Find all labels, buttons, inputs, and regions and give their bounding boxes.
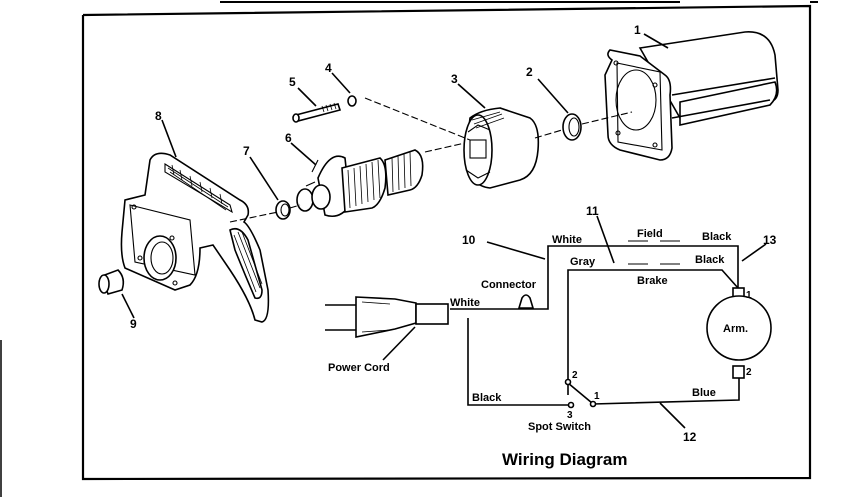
wire-label-white-top: White	[552, 234, 582, 246]
callout-9: 9	[130, 317, 137, 331]
washer	[347, 95, 357, 107]
assembly-axis	[229, 111, 633, 223]
wire-label-gray: Gray	[570, 256, 596, 268]
callout-11: 11	[586, 204, 599, 218]
armature-fan	[296, 149, 424, 218]
armature-label: Arm.	[723, 323, 748, 335]
brake-coil-symbol	[628, 263, 680, 271]
armature-symbol	[706, 287, 772, 379]
field-coil-symbol	[628, 240, 680, 247]
wire-label-black-mid: Black	[695, 254, 725, 266]
wiring-diagram-title: Wiring Diagram	[502, 450, 627, 469]
callout-3: 3	[451, 72, 458, 86]
field-stator	[463, 107, 540, 189]
spot-switch-label: Spot Switch	[528, 421, 591, 433]
callout-7: 7	[243, 144, 250, 158]
callout-10: 10	[462, 233, 476, 247]
switch-terminal-3	[567, 401, 575, 409]
callout-5: 5	[289, 75, 296, 89]
wire-label-blue: Blue	[692, 387, 716, 399]
wire-label-black-top: Black	[702, 231, 732, 243]
callout-leaders	[121, 33, 669, 319]
wire-label-black-bottom: Black	[472, 392, 502, 404]
switch-terminal-2	[564, 378, 572, 386]
blower-housing	[120, 152, 270, 323]
callout-1: 1	[634, 23, 641, 37]
switch-terminal-1	[589, 400, 597, 408]
switch-terminal-1-label: 1	[594, 391, 600, 402]
callout-12: 12	[683, 430, 697, 444]
power-cord-label: Power Cord	[328, 362, 390, 374]
connector-icon	[517, 294, 535, 309]
connector-label: Connector	[481, 279, 537, 291]
power-cord-plug	[325, 296, 449, 338]
screw	[292, 102, 342, 123]
nozzle-cap	[98, 269, 125, 295]
wiring-lines	[450, 245, 740, 406]
arm-terminal-1: 1	[746, 290, 752, 301]
arm-terminal-2: 2	[746, 367, 752, 378]
switch-terminal-2-label: 2	[572, 370, 578, 381]
callout-8: 8	[155, 109, 162, 123]
rear-bearing	[562, 113, 582, 141]
brake-label: Brake	[637, 275, 668, 287]
wiring-callout-leaders	[486, 215, 767, 429]
callout-2: 2	[526, 65, 533, 79]
callout-13: 13	[763, 233, 777, 247]
diagram-frame	[81, 4, 812, 481]
field-label: Field	[637, 228, 663, 240]
callout-4: 4	[325, 61, 332, 75]
callout-6: 6	[285, 131, 292, 145]
wire-label-white-cord: White	[450, 297, 480, 309]
switch-terminal-3-label: 3	[567, 410, 573, 421]
front-bearing	[275, 200, 291, 220]
motor-housing	[604, 31, 779, 161]
assembly-axis-screw	[364, 97, 471, 141]
power-cord-leader	[382, 326, 416, 361]
